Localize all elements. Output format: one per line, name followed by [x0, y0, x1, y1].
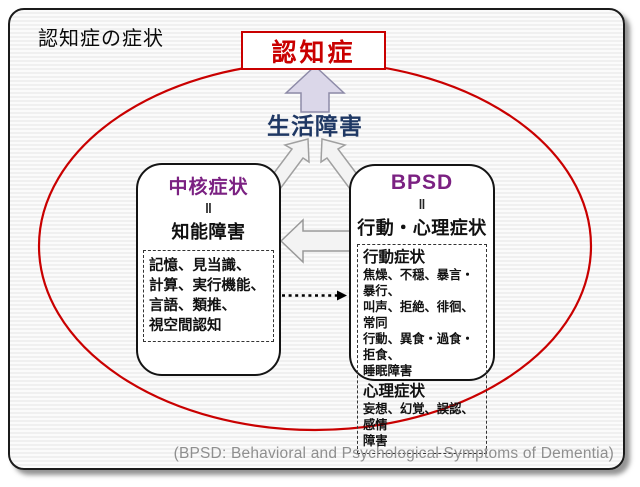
life-to-dementia-arrow-up: [284, 64, 346, 113]
psychological-heading: 心理症状: [363, 382, 426, 400]
dementia-label-box: 認知症: [241, 31, 386, 70]
bpsd-abbreviation-note: (BPSD: Behavioral and Psychological Symp…: [173, 445, 614, 462]
core-box-title: 中核症状: [168, 177, 249, 198]
life-disability-label: 生活障害: [267, 113, 363, 139]
bpsd-box-title: BPSD: [390, 171, 454, 194]
core-to-bpsd-dotted-arrowhead: [337, 290, 347, 301]
bpsd-symptom-list: 行動症状 焦燥、不穏、暴言・暴行、 叫声、拒絶、徘徊、常同 行動、異食・過食・拒…: [357, 243, 487, 454]
core-box-subtitle: 知能障害: [171, 221, 246, 242]
bpsd-to-core-arrow: [279, 218, 351, 264]
page-title: 認知症の症状: [38, 28, 164, 50]
dementia-label: 認知症: [271, 38, 356, 67]
core-symptoms-box: 中核症状 ‖ 知能障害 記憶、見当識、 計算、実行機能、 言語、類推、 視空間認…: [136, 163, 281, 376]
bpsd-equals-sign: ‖: [418, 196, 426, 212]
psychological-list: 妄想、幻覚、誤認、感情 障害: [363, 401, 474, 448]
behavioral-heading: 行動症状: [363, 248, 426, 266]
bpsd-box-subtitle: 行動・心理症状: [357, 217, 487, 238]
bpsd-box: BPSD ‖ 行動・心理症状 行動症状 焦燥、不穏、暴言・暴行、 叫声、拒絶、徘…: [349, 164, 495, 454]
core-equals-sign: ‖: [205, 200, 212, 216]
core-symptom-list: 記憶、見当識、 計算、実行機能、 言語、類推、 視空間認知: [143, 249, 274, 342]
behavioral-list: 焦燥、不穏、暴言・暴行、 叫声、拒絶、徘徊、常同 行動、異食・過食・拒食、 睡眠…: [363, 267, 474, 378]
